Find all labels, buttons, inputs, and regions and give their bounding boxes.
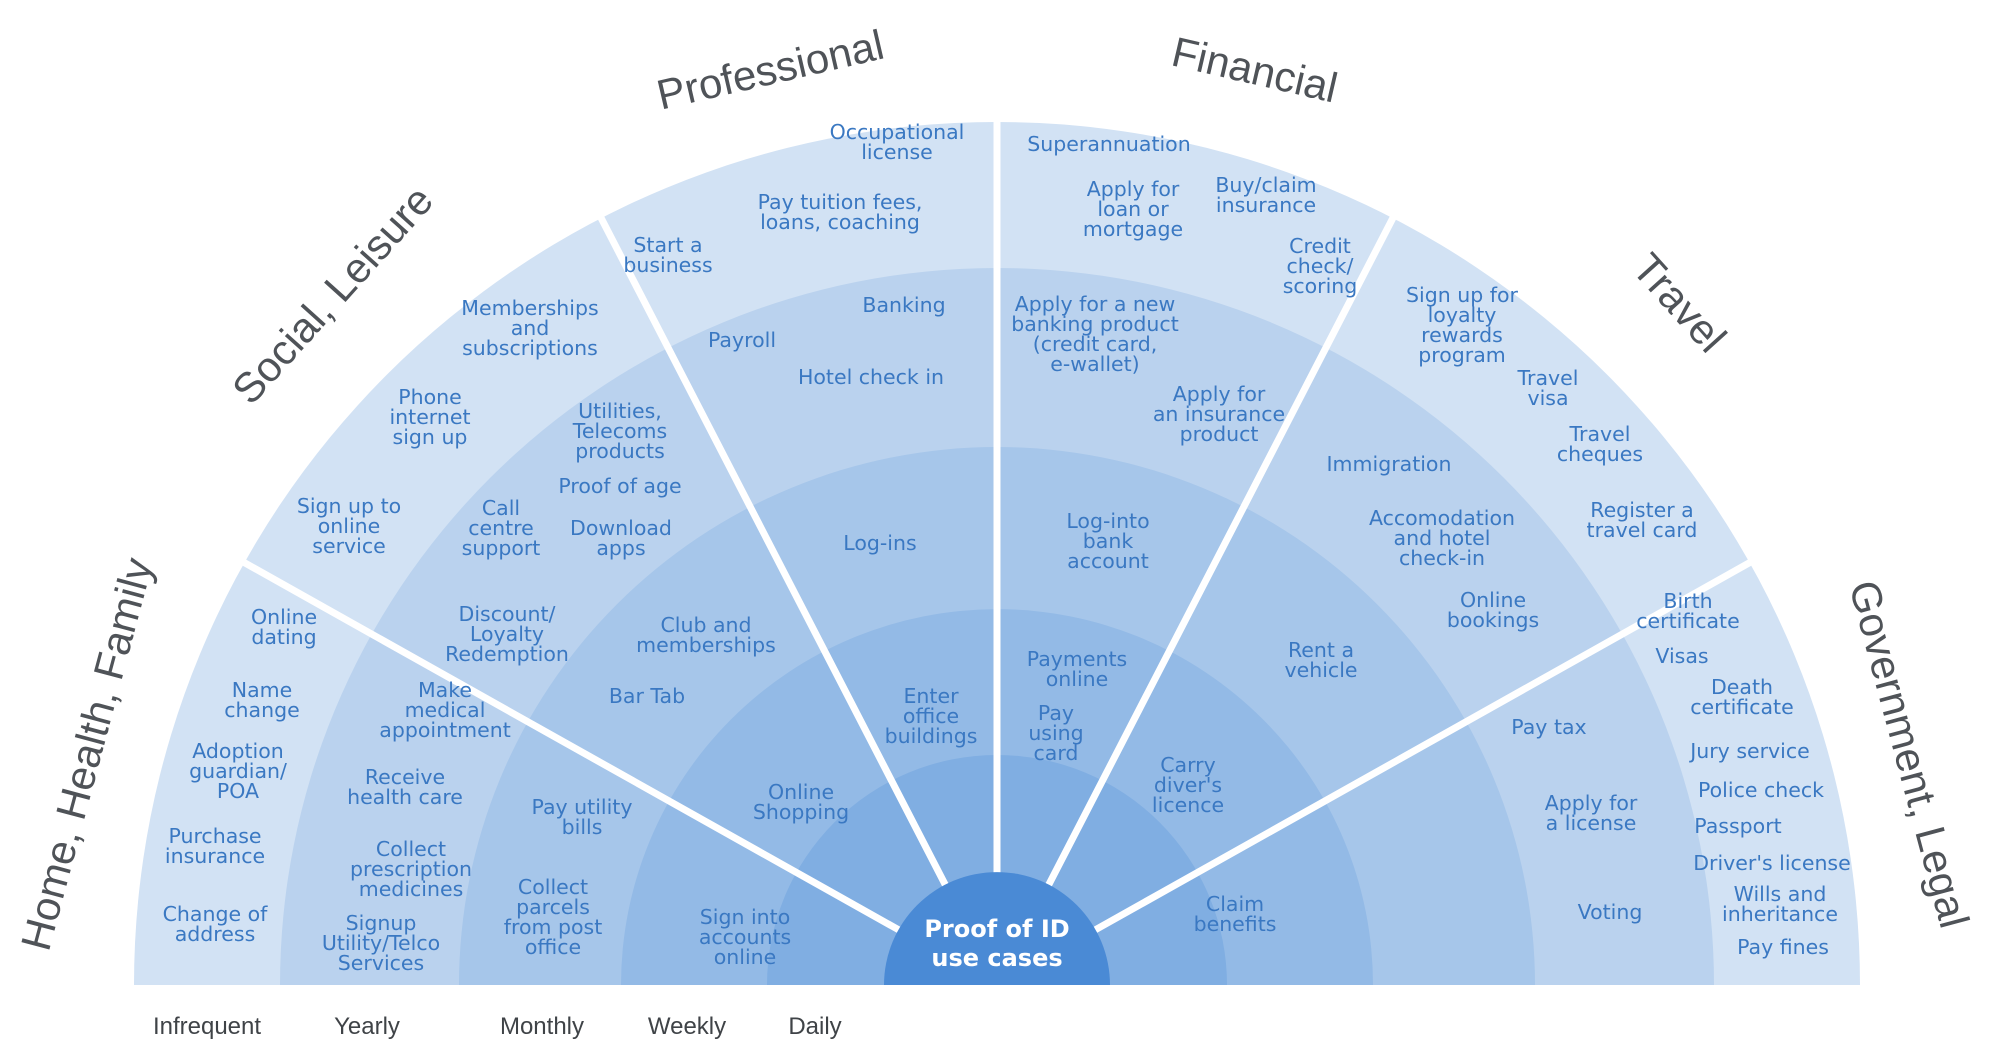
use-case-banking: Banking: [862, 293, 945, 317]
use-case-proof-of-age: Proof of age: [558, 474, 681, 498]
use-case-log-ins: Log-ins: [843, 531, 916, 555]
frequency-label-daily: Daily: [788, 1013, 841, 1040]
sector-divider-5: [1078, 551, 1767, 942]
use-case-bar-tab: Bar Tab: [609, 684, 685, 708]
use-case-police-check: Police check: [1698, 778, 1824, 802]
use-case-jury-service: Jury service: [1688, 739, 1810, 763]
use-case-pay-fines: Pay fines: [1737, 935, 1829, 959]
sector-title-government-legal: Government, Legal: [1840, 576, 1978, 933]
frequency-label-monthly: Monthly: [500, 1013, 584, 1040]
frequency-label-yearly: Yearly: [334, 1013, 400, 1040]
use-case-payroll: Payroll: [708, 328, 776, 352]
use-case-immigration: Immigration: [1327, 452, 1452, 476]
use-case-pay-tax: Pay tax: [1511, 715, 1586, 739]
sector-title-professional: Professional: [652, 21, 888, 119]
use-case-driver-s-license: Driver's license: [1693, 851, 1850, 875]
sector-divider-1: [227, 551, 916, 942]
sector-title-travel: Travel: [1624, 244, 1736, 361]
frequency-labels: Infrequent Yearly Monthly Weekly Daily: [153, 1013, 842, 1040]
sector-title-financial: Financial: [1168, 28, 1342, 112]
use-case-passport: Passport: [1694, 814, 1781, 838]
use-case-superannuation: Superannuation: [1027, 132, 1190, 156]
sector-divider-4: [1037, 201, 1404, 903]
use-case-voting: Voting: [1578, 900, 1643, 924]
sector-divider-2: [590, 201, 957, 903]
use-case-visas: Visas: [1655, 644, 1708, 668]
use-case-hotel-check-in: Hotel check in: [798, 365, 944, 389]
use-case-pay-tuition-fees-loans-coaching: Pay tuition fees,loans, coaching: [758, 190, 923, 234]
frequency-label-weekly: Weekly: [648, 1013, 726, 1040]
frequency-label-infrequent: Infrequent: [153, 1013, 261, 1040]
center-hub-shape: [884, 872, 1110, 985]
sector-dividers: [227, 105, 1767, 942]
